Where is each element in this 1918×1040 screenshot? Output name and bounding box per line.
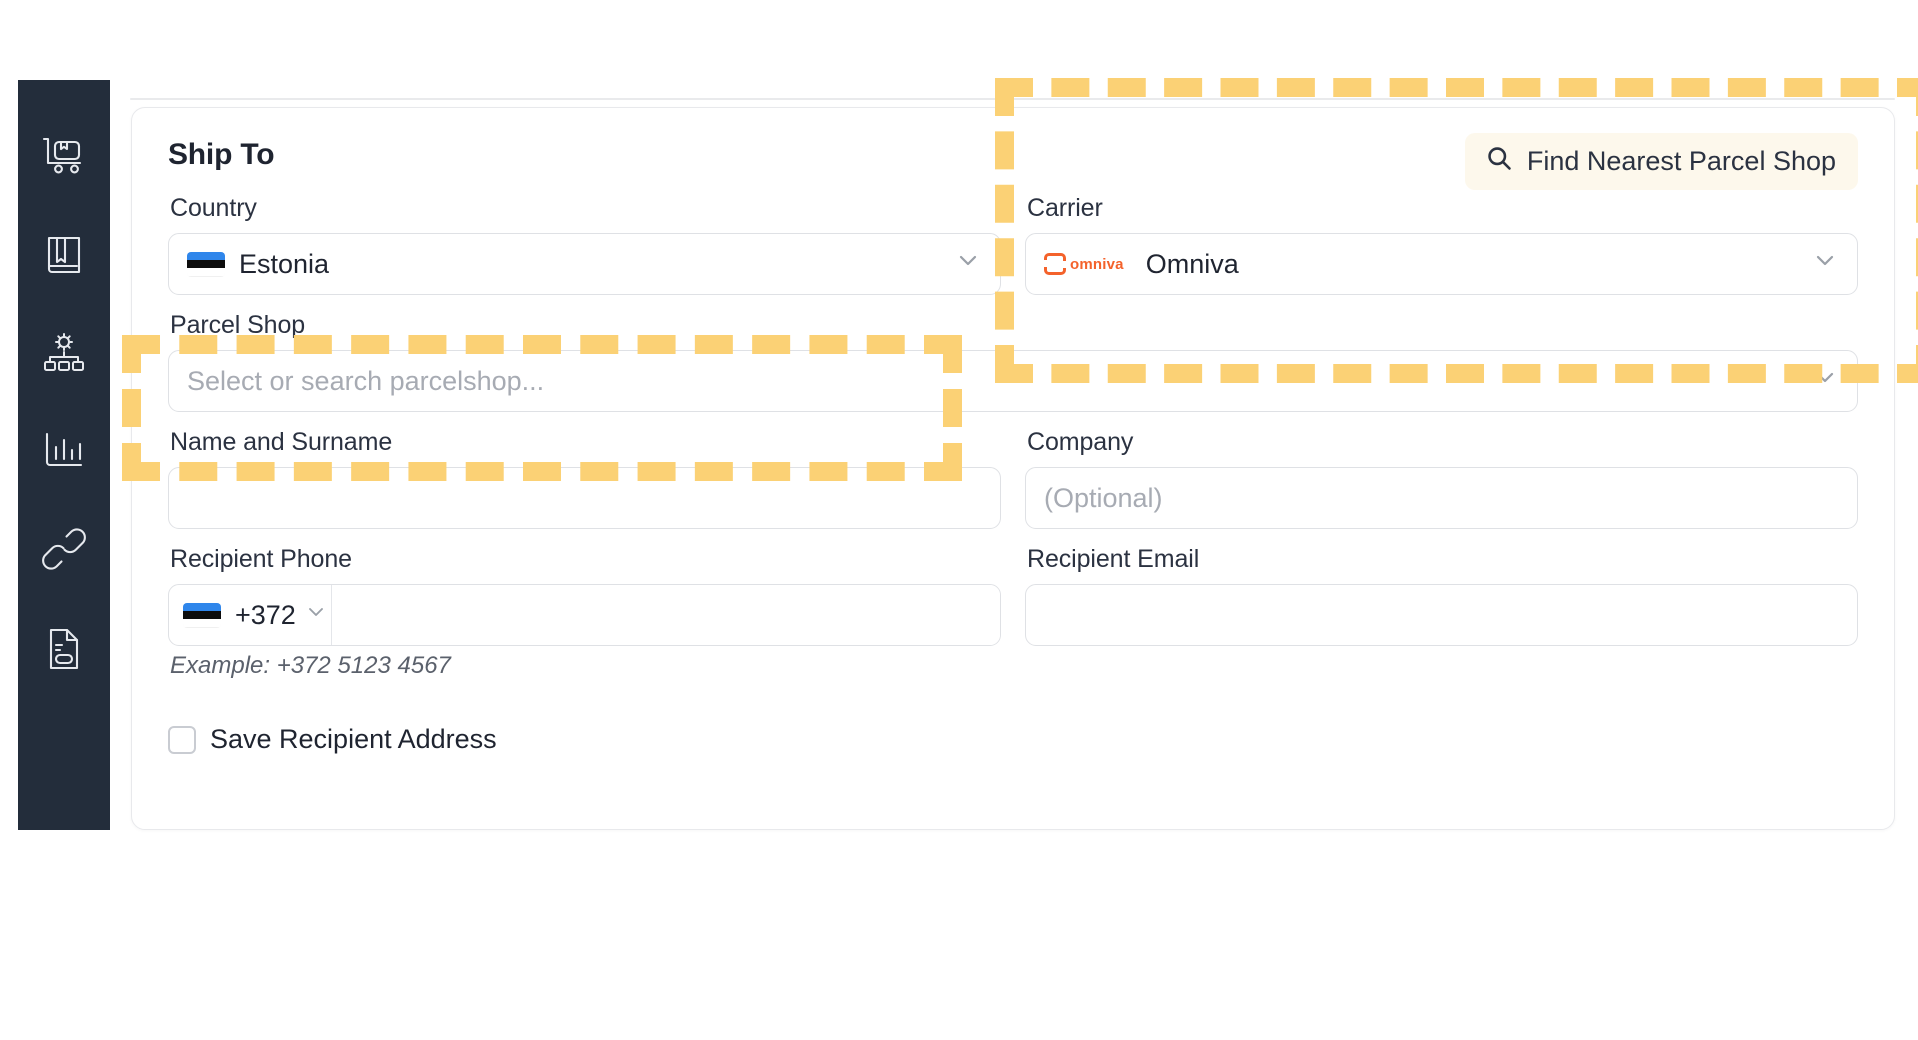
sidebar-item-automations[interactable] (18, 304, 110, 402)
recipient-email-input[interactable] (1025, 584, 1858, 646)
omniva-logo-icon: omniva (1043, 253, 1124, 275)
chevron-down-icon (1811, 364, 1839, 399)
recipient-phone-hint: Example: +372 5123 4567 (170, 652, 451, 679)
bar-chart-icon (42, 431, 86, 471)
ship-to-card: Ship To Find Nearest Parcel Shop Country (131, 107, 1895, 830)
estonia-flag-icon (183, 602, 221, 628)
save-recipient-address-checkbox[interactable] (168, 725, 196, 754)
parcel-cart-icon (41, 136, 87, 178)
parcel-shop-placeholder: Select or search parcelshop... (187, 365, 545, 396)
phone-country-code-value: +372 (235, 599, 296, 630)
carrier-value: Omniva (1145, 248, 1239, 279)
parcel-shop-label: Parcel Shop (170, 311, 306, 339)
field-parcel-shop: Parcel Shop Select or search parcelshop.… (168, 311, 1858, 412)
parcel-shop-search-input[interactable]: Select or search parcelshop... (168, 350, 1858, 412)
chevron-down-icon (954, 247, 982, 282)
search-icon (1485, 144, 1513, 179)
field-country: Country Estonia (168, 194, 1001, 295)
chevron-down-icon (304, 600, 328, 631)
field-name-surname: Name and Surname (168, 428, 1001, 529)
recipient-email-label: Recipient Email (1027, 545, 1200, 573)
carrier-label: Carrier (1027, 194, 1103, 222)
country-value: Estonia (239, 248, 330, 279)
save-recipient-address-label: Save Recipient Address (210, 724, 497, 754)
field-carrier: Carrier omniva Omniva (1025, 194, 1858, 295)
name-surname-input[interactable] (168, 467, 1001, 529)
field-recipient-email: Recipient Email (1025, 545, 1858, 680)
save-recipient-address-row[interactable]: Save Recipient Address (168, 724, 1858, 755)
page-title: Ship To (168, 138, 275, 171)
automation-gear-icon (41, 332, 87, 374)
sidebar-item-address-book[interactable] (18, 206, 110, 304)
link-chain-icon (41, 527, 87, 571)
main-sidebar (18, 80, 110, 830)
find-nearest-parcel-shop-button[interactable]: Find Nearest Parcel Shop (1464, 133, 1858, 190)
carrier-select[interactable]: omniva Omniva (1025, 233, 1858, 295)
name-surname-label: Name and Surname (170, 428, 393, 456)
country-select[interactable]: Estonia (168, 233, 1001, 295)
sidebar-item-integrations[interactable] (18, 500, 110, 598)
invoice-document-icon (44, 626, 84, 672)
recipient-phone-group: +372 (168, 584, 1001, 646)
company-placeholder: (Optional) (1044, 482, 1163, 513)
sidebar-item-invoices[interactable] (18, 600, 110, 698)
sidebar-item-shipments[interactable] (18, 108, 110, 206)
phone-country-code-select[interactable]: +372 (169, 585, 332, 645)
company-input[interactable]: (Optional) (1025, 467, 1858, 529)
chevron-down-icon (1811, 247, 1839, 282)
section-divider (130, 98, 1895, 100)
field-recipient-phone: Recipient Phone +372 (168, 545, 1001, 680)
recipient-phone-input[interactable] (332, 585, 1000, 645)
country-label: Country (170, 194, 257, 222)
address-book-icon (42, 233, 86, 277)
sidebar-item-analytics[interactable] (18, 402, 110, 500)
find-nearest-parcel-shop-label: Find Nearest Parcel Shop (1526, 146, 1836, 176)
recipient-phone-label: Recipient Phone (170, 545, 352, 573)
estonia-flag-icon (187, 251, 225, 277)
company-label: Company (1027, 428, 1134, 456)
ship-to-form-grid: Country Estonia (168, 194, 1858, 696)
field-company: Company (Optional) (1025, 428, 1858, 529)
omniva-logo-text: omniva (1070, 255, 1124, 273)
